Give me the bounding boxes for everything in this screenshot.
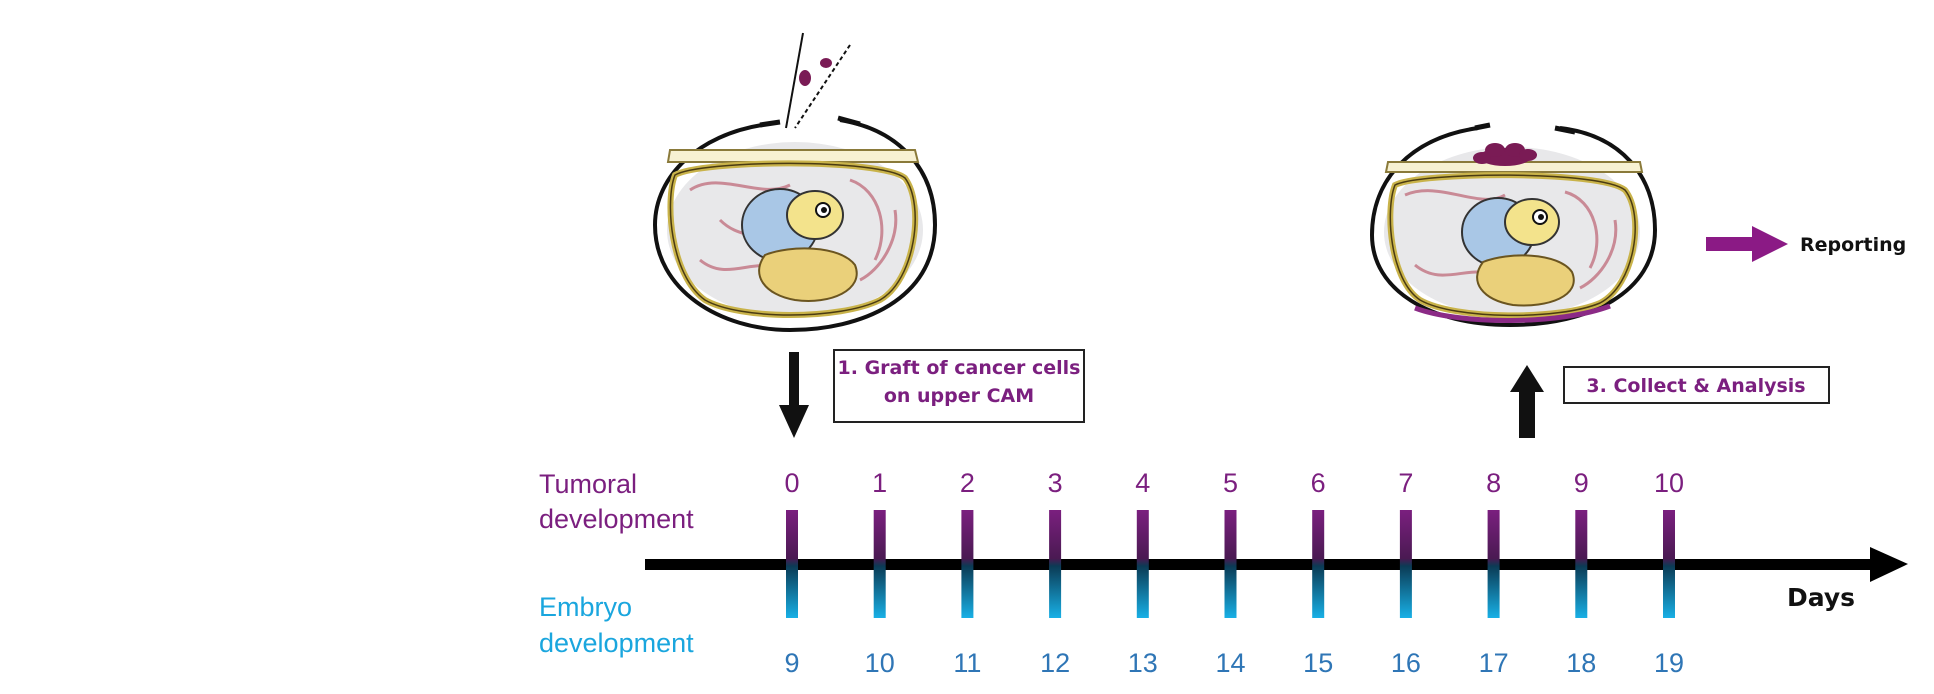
embryo-label-line2: development bbox=[539, 628, 694, 658]
collect-label: 3. Collect & Analysis bbox=[1586, 375, 1805, 397]
day-tick-5 bbox=[1225, 510, 1237, 618]
axis-arrowhead bbox=[1870, 547, 1908, 582]
embryo-day-label: 9 bbox=[784, 648, 799, 678]
embryo-day-label: 18 bbox=[1566, 648, 1596, 678]
day-ticks: 0 9 1 10 2 11 3 12 4 13 5 14 6 15 7 16 8 17 9 18 10 19 bbox=[784, 468, 1684, 678]
embryo-day-label: 13 bbox=[1128, 648, 1158, 678]
tumoral-day-label: 2 bbox=[960, 468, 975, 498]
day-tick-4 bbox=[1137, 510, 1149, 618]
arrow-down-icon bbox=[779, 352, 809, 438]
day-tick-2 bbox=[961, 510, 973, 618]
graft-step-box: 1. Graft of cancer cells on upper CAM bbox=[834, 350, 1084, 422]
graft-label-line1: 1. Graft of cancer cells bbox=[838, 357, 1081, 379]
graft-label-line2: on upper CAM bbox=[884, 385, 1034, 407]
embryo-label-line1: Embryo bbox=[539, 592, 632, 622]
day-tick-6 bbox=[1312, 510, 1324, 618]
embryo-day-label: 14 bbox=[1215, 648, 1245, 678]
tumoral-day-label: 1 bbox=[872, 468, 887, 498]
embryo-day-label: 19 bbox=[1654, 648, 1684, 678]
egg-window-icon bbox=[655, 118, 935, 330]
tumoral-day-label: 0 bbox=[784, 468, 799, 498]
pipette-icon bbox=[786, 33, 850, 128]
arrow-right-icon bbox=[1706, 226, 1788, 262]
tumoral-day-label: 9 bbox=[1574, 468, 1589, 498]
egg-tumor-icon bbox=[1372, 125, 1655, 325]
collect-step-box: 3. Collect & Analysis bbox=[1564, 367, 1829, 403]
embryo-day-label: 16 bbox=[1391, 648, 1421, 678]
day-tick-0 bbox=[786, 510, 798, 618]
tumoral-label-line2: development bbox=[539, 504, 694, 534]
tumoral-label-line1: Tumoral bbox=[539, 469, 637, 499]
days-axis-label: Days bbox=[1787, 583, 1855, 612]
tumoral-day-label: 6 bbox=[1311, 468, 1326, 498]
timeline-axis bbox=[645, 547, 1908, 582]
tumoral-day-label: 4 bbox=[1135, 468, 1150, 498]
day-tick-10 bbox=[1663, 510, 1675, 618]
reporting-label: Reporting bbox=[1800, 234, 1906, 256]
embryo-day-label: 12 bbox=[1040, 648, 1070, 678]
day-tick-7 bbox=[1400, 510, 1412, 618]
embryo-day-label: 11 bbox=[953, 648, 981, 678]
tumoral-day-label: 7 bbox=[1398, 468, 1413, 498]
tumoral-day-label: 5 bbox=[1223, 468, 1238, 498]
day-tick-1 bbox=[874, 510, 886, 618]
embryo-day-label: 10 bbox=[865, 648, 895, 678]
embryo-day-label: 17 bbox=[1479, 648, 1509, 678]
tumoral-day-label: 8 bbox=[1486, 468, 1501, 498]
tumoral-day-label: 10 bbox=[1654, 468, 1684, 498]
embryo-day-label: 15 bbox=[1303, 648, 1333, 678]
day-tick-3 bbox=[1049, 510, 1061, 618]
day-tick-9 bbox=[1575, 510, 1587, 618]
day-tick-8 bbox=[1488, 510, 1500, 618]
arrow-up-icon bbox=[1510, 365, 1544, 438]
tumoral-day-label: 3 bbox=[1048, 468, 1063, 498]
